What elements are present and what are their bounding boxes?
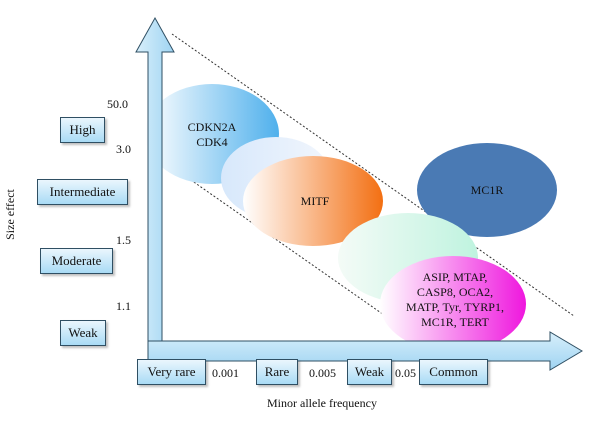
mc1r-label: MC1R xyxy=(470,183,504,197)
y-category-weak: Weak xyxy=(60,320,106,346)
gene-label: CDKN2A xyxy=(187,120,237,134)
mc1r-ellipse xyxy=(417,143,557,237)
y-category-high: High xyxy=(60,117,105,143)
gene-label: CDK4 xyxy=(196,135,228,149)
low-effect-ellipse xyxy=(380,256,526,352)
upper-dotted-guide xyxy=(171,33,575,317)
gene-label: MATP, Tyr, TYRP1, xyxy=(406,300,504,314)
y-tick-3: 3.0 xyxy=(116,142,131,156)
low-gene-labels: ASIP, MTAP, CASP8, OCA2, MATP, Tyr, TYRP… xyxy=(390,270,520,330)
gene-label: MC1R, TERT xyxy=(421,315,489,329)
y-category-intermediate: Intermediate xyxy=(37,179,128,205)
y-axis-title: Size effect xyxy=(2,189,17,240)
x-category-weak: Weak xyxy=(347,359,392,385)
y-tick-1-5: 1.5 xyxy=(116,233,131,247)
y-tick-50: 50.0 xyxy=(107,97,128,111)
gene-label: ASIP, MTAP, xyxy=(422,270,488,284)
x-tick-0-05: 0.05 xyxy=(395,366,416,380)
y-tick-1-1: 1.1 xyxy=(116,299,131,313)
high-gene-labels: CDKN2A CDK4 xyxy=(170,120,254,150)
mitf-label: MITF xyxy=(300,194,330,208)
gene-label: CASP8, OCA2, xyxy=(416,285,494,299)
mitf-ellipse xyxy=(243,156,383,246)
x-category-rare: Rare xyxy=(256,359,298,385)
y-axis-arrow xyxy=(135,16,175,356)
x-category-very-rare: Very rare xyxy=(137,359,206,385)
x-tick-0-005: 0.005 xyxy=(309,366,336,380)
x-category-common: Common xyxy=(419,359,488,385)
y-category-moderate: Moderate xyxy=(40,248,113,274)
x-tick-0-001: 0.001 xyxy=(212,366,239,380)
x-axis-title: Minor allele frequency xyxy=(267,396,377,410)
